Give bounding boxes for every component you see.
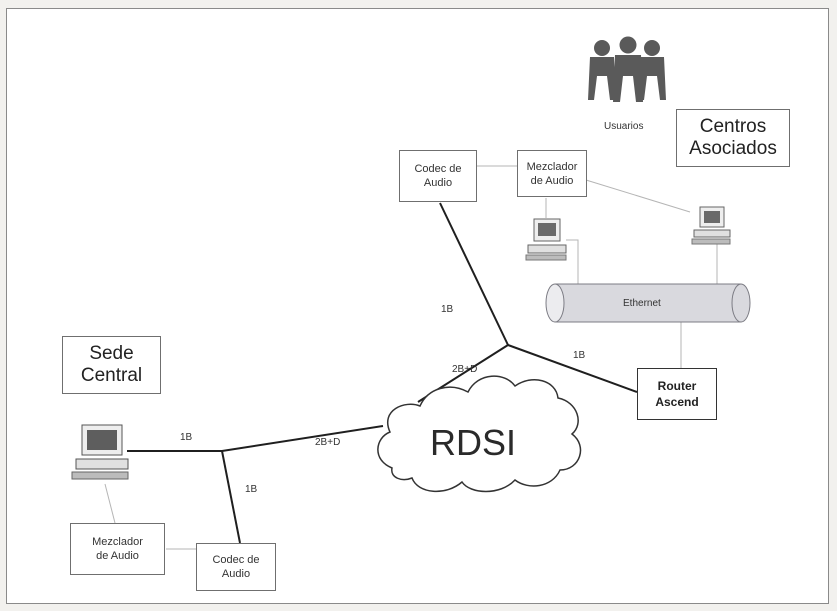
link-label: 1B <box>573 350 586 361</box>
mezclador-top-box: Mezclador de Audio <box>517 150 587 197</box>
rdsi-cloud <box>377 375 582 493</box>
rdsi-label: RDSI <box>430 422 517 463</box>
link-junction-codec <box>221 450 241 544</box>
ethernet-cylinder <box>545 283 751 323</box>
codec-top-box: Codec de Audio <box>399 150 477 202</box>
users-label: Usuarios <box>604 121 644 132</box>
computer-icon <box>71 424 129 480</box>
router-ascend-box: Router Ascend <box>637 368 717 420</box>
computer-icon <box>525 218 567 261</box>
link-label: 2B+D <box>315 437 341 448</box>
link-label: 2B+D <box>452 364 478 375</box>
computer-icon <box>691 206 731 245</box>
link-codec-junction <box>439 202 509 346</box>
ethernet-label: Ethernet <box>623 298 661 309</box>
link-mezclador-pc2 <box>585 179 691 213</box>
centros-asociados-box: Centros Asociados <box>676 109 790 167</box>
codec-bottom-box: Codec de Audio <box>196 543 276 591</box>
link-junction-router <box>507 344 638 393</box>
sede-central-box: Sede Central <box>62 336 161 394</box>
link-label: 1B <box>180 432 193 443</box>
link-label: 1B <box>245 484 258 495</box>
link-label: 1B <box>441 304 454 315</box>
mezclador-bottom-box: Mezclador de Audio <box>70 523 165 575</box>
link-pc-mezclador <box>104 483 116 524</box>
link-rdsi-junction <box>221 425 384 452</box>
users-icon <box>588 36 666 102</box>
